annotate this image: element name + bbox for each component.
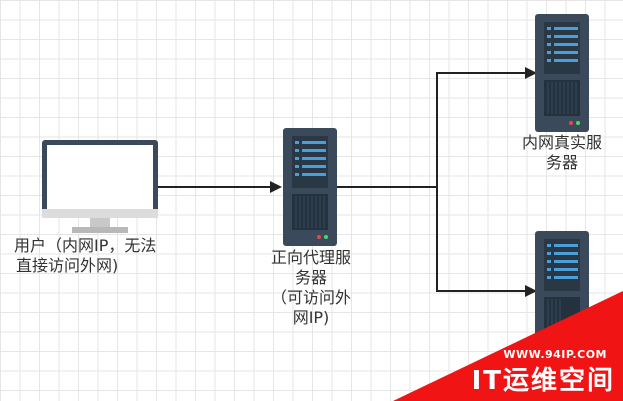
client-label-line-1: 用户（内网IP，无法: [14, 236, 157, 255]
client-label: 用户（内网IP，无法 直接访问外网): [14, 236, 156, 276]
proxy-label-line-2: 务器: [294, 268, 327, 287]
real-server-1-label-line-2: 务器: [545, 153, 578, 172]
edge-proxy-real-server-1: [336, 67, 537, 188]
proxy-label-line-1: 正向代理服: [270, 248, 351, 267]
watermark-banner: [393, 291, 623, 401]
server-icon: [535, 14, 589, 132]
server-icon: [283, 128, 337, 246]
watermark: WWW.94IP.COM IT运维空间: [393, 291, 623, 401]
monitor-icon: [42, 140, 158, 233]
client-label-line-2: 直接访问外网): [16, 256, 119, 275]
real-server-1-label: 内网真实服 务器: [510, 133, 614, 173]
watermark-brand: IT运维空间: [471, 366, 615, 396]
real-server-1-label-line-1: 内网真实服: [521, 133, 602, 152]
proxy-node: [283, 128, 337, 246]
client-node: [42, 140, 158, 236]
proxy-label-line-4: 网IP): [292, 308, 330, 327]
edge-proxy-real-server-2: [436, 187, 537, 297]
proxy-label-line-3: （可访问外: [270, 288, 351, 307]
watermark-url: WWW.94IP.COM: [503, 348, 607, 361]
proxy-label: 正向代理服 务器 （可访问外 网IP): [260, 248, 362, 328]
real-server-1-node: [535, 14, 589, 132]
